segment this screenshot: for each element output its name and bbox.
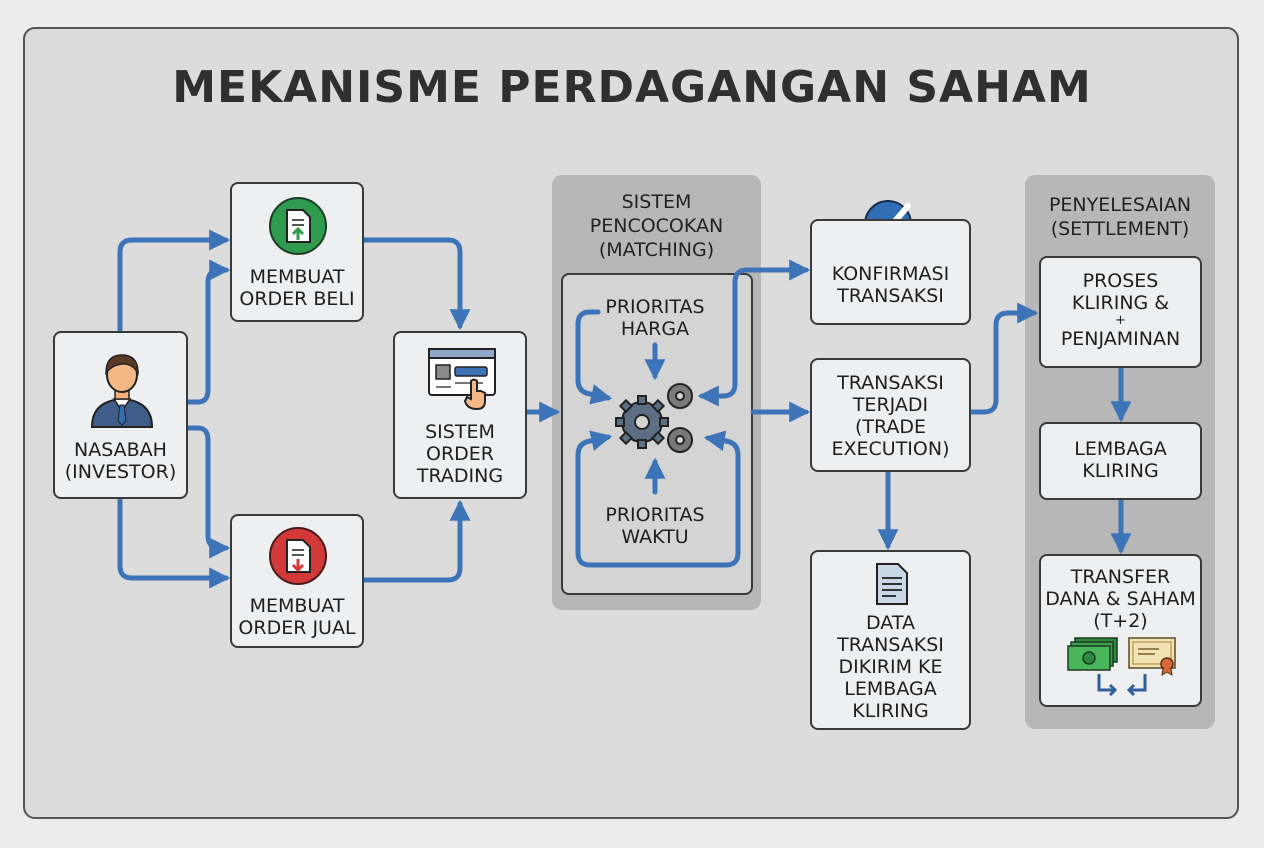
proses-label-3: PENJAMINAN — [1060, 328, 1181, 350]
arrow-matching-loopback — [697, 352, 738, 407]
transaksi-terjadi-box: TRANSAKSI TERJADI (TRADE EXECUTION) — [810, 358, 971, 472]
lembaga-label-1: LEMBAGA — [1074, 438, 1167, 460]
order-beli-label-1: MEMBUAT — [249, 266, 345, 288]
data-label-4: LEMBAGA — [844, 678, 937, 700]
transfer-label-2: DANA & SAHAM — [1045, 588, 1196, 610]
arrow-matching-konfirmasi — [732, 259, 811, 358]
konfirmasi-box: KONFIRMASI TRANSAKSI — [810, 219, 971, 325]
transfer-box: TRANSFER DANA & SAHAM (T+2) — [1039, 554, 1202, 707]
sistem-order-label-2: ORDER — [426, 443, 494, 465]
transaksi-label-1: TRANSAKSI — [837, 372, 944, 394]
nasabah-box: NASABAH (INVESTOR) — [53, 331, 188, 499]
order-jual-box: MEMBUAT ORDER JUAL — [230, 514, 364, 648]
arrow-beli-sistem — [361, 237, 471, 331]
buy-document-icon — [269, 197, 327, 255]
sistem-order-box: SISTEM ORDER TRADING — [393, 331, 527, 499]
arrow-harga-loop — [575, 309, 613, 405]
exchange-arrows-icon — [1097, 674, 1147, 696]
order-beli-label-2: ORDER BELI — [239, 288, 355, 310]
settlement-title: PENYELESAIAN(SETTLEMENT) — [1048, 194, 1192, 240]
transaksi-label-3: (TRADE — [854, 416, 927, 438]
money-icon — [1067, 637, 1118, 671]
proses-label-1: PROSES — [1082, 270, 1159, 292]
lembaga-label-2: KLIRING — [1082, 460, 1159, 482]
data-label-5: KLIRING — [852, 700, 929, 722]
arrow-nasabah-beli-1 — [117, 229, 231, 333]
order-jual-label-2: ORDER JUAL — [238, 617, 356, 639]
arrow-nasabah-jual-1 — [185, 425, 231, 559]
order-jual-label-1: MEMBUAT — [249, 595, 345, 617]
gears-icon — [615, 383, 693, 453]
transfer-label-3: (T+2) — [1093, 610, 1148, 632]
konfirmasi-label-2: TRANSAKSI — [837, 285, 944, 307]
sistem-order-label-3: TRADING — [416, 465, 504, 487]
sell-document-icon — [269, 527, 327, 585]
data-label-2: TRANSAKSI — [837, 634, 944, 656]
konfirmasi-label-1: KONFIRMASI — [831, 263, 950, 285]
document-icon — [876, 563, 908, 605]
proses-label-2: KLIRING & — [1071, 292, 1170, 314]
proses-kliring-box: PROSES KLIRING & + PENJAMINAN — [1039, 256, 1202, 368]
certificate-icon — [1128, 637, 1176, 676]
order-beli-box: MEMBUAT ORDER BELI — [230, 182, 364, 322]
sistem-order-label-1: SISTEM — [425, 421, 495, 443]
arrow-transaksi-settlement — [969, 302, 1039, 415]
arrow-waktu-loop-right — [697, 430, 741, 568]
lembaga-kliring-box: LEMBAGA KLIRING — [1039, 422, 1202, 500]
transaksi-label-2: TERJADI — [852, 394, 929, 416]
nasabah-label-2: (INVESTOR) — [64, 461, 177, 483]
page-title: MEKANISME PERDAGANGAN SAHAM — [172, 62, 1092, 113]
nasabah-label-1: NASABAH — [74, 439, 167, 461]
transfer-label-1: TRANSFER — [1070, 566, 1171, 588]
transaksi-label-4: EXECUTION) — [831, 438, 950, 460]
investor-icon — [90, 354, 154, 428]
arrow-waktu-loop — [575, 430, 703, 568]
arrow-nasabah-beli-2 — [185, 259, 231, 405]
data-label-3: DIKIRIM KE — [838, 656, 943, 678]
trading-screen-icon — [428, 348, 496, 411]
proses-label-plus: + — [1115, 313, 1126, 328]
data-transaksi-box: DATA TRANSAKSI DIKIRIM KE LEMBAGA KLIRIN… — [810, 550, 971, 730]
data-label-1: DATA — [866, 612, 915, 634]
arrow-jual-sistem — [361, 499, 471, 583]
arrow-nasabah-jual-2 — [117, 497, 231, 589]
